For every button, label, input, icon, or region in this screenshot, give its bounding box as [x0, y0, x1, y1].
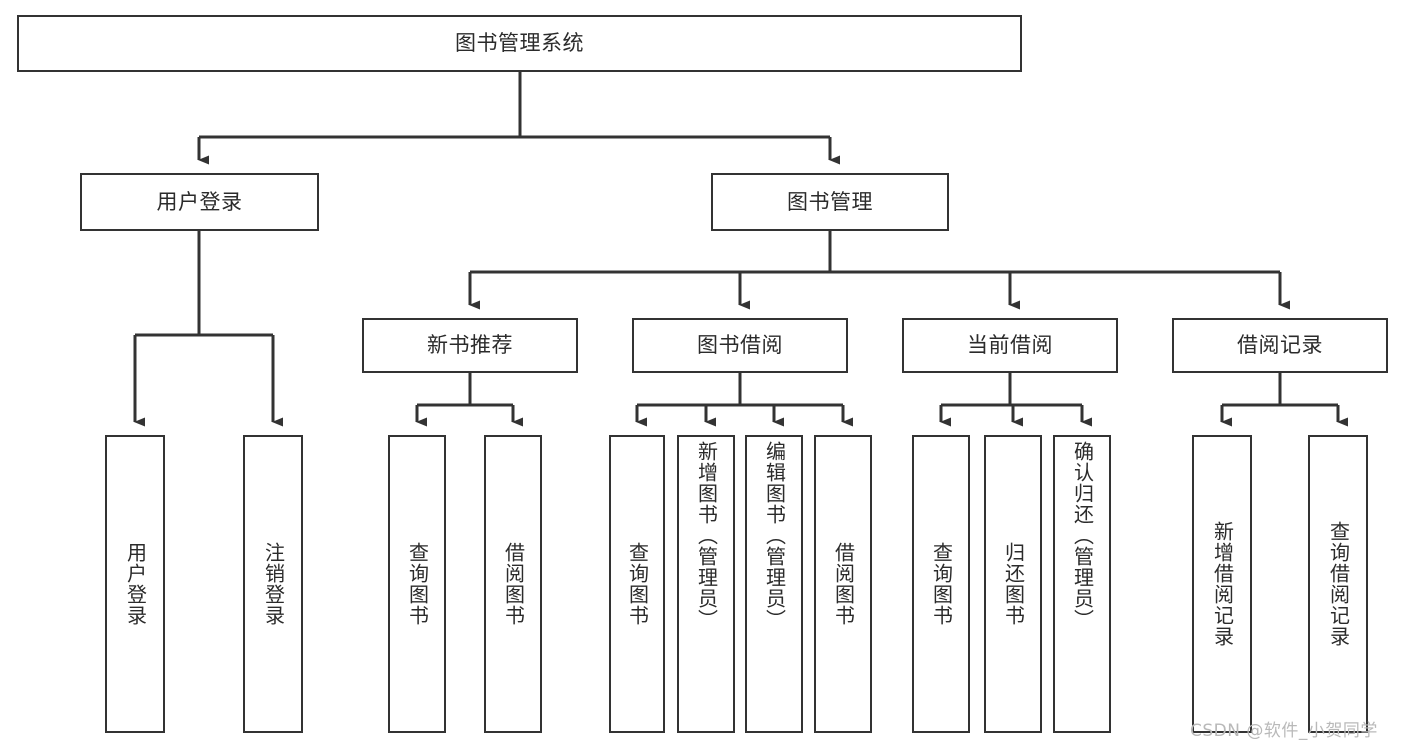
node-label: 新书推荐: [427, 333, 513, 358]
node-label: 当前借阅: [967, 333, 1053, 358]
csdn-watermark: CSDN @软件_小贺同学: [1190, 721, 1378, 741]
leaf-query-book-borrow[interactable]: 查询图书: [609, 435, 665, 733]
leaf-query-book-newbook[interactable]: 查询图书: [388, 435, 446, 733]
leaf-logout[interactable]: 注销登录: [243, 435, 303, 733]
leaf-edit-book-admin[interactable]: 编辑图书（管理员）: [745, 435, 803, 733]
node-label: 查询图书: [405, 542, 430, 626]
leaf-borrow-book[interactable]: 借阅图书: [814, 435, 872, 733]
node-label: 查询图书: [625, 542, 650, 626]
node-current-borrowing[interactable]: 当前借阅: [902, 318, 1118, 373]
leaf-add-book-admin[interactable]: 新增图书（管理员）: [677, 435, 735, 733]
node-label: 新增借阅记录: [1210, 521, 1235, 647]
leaf-return-book[interactable]: 归还图书: [984, 435, 1042, 733]
node-book-management[interactable]: 图书管理: [711, 173, 949, 231]
node-root-book-management-system[interactable]: 图书管理系统: [17, 15, 1022, 72]
node-label: 图书管理系统: [455, 31, 584, 56]
leaf-borrow-book-newbook[interactable]: 借阅图书: [484, 435, 542, 733]
leaf-add-borrow-record[interactable]: 新增借阅记录: [1192, 435, 1252, 733]
node-borrow-records[interactable]: 借阅记录: [1172, 318, 1388, 373]
node-book-borrowing[interactable]: 图书借阅: [632, 318, 848, 373]
leaf-query-book-current[interactable]: 查询图书: [912, 435, 970, 733]
node-label: 查询图书: [929, 542, 954, 626]
node-label: 借阅记录: [1237, 333, 1323, 358]
node-label: 归还图书: [1001, 542, 1026, 626]
node-label: 图书借阅: [697, 333, 783, 358]
leaf-confirm-return-admin[interactable]: 确认归还（管理员）: [1053, 435, 1111, 733]
node-label: 新增图书（管理员）: [694, 441, 719, 630]
node-user-login[interactable]: 用户登录: [80, 173, 319, 231]
node-label: 借阅图书: [831, 542, 856, 626]
node-new-book-recommendation[interactable]: 新书推荐: [362, 318, 578, 373]
leaf-query-borrow-record[interactable]: 查询借阅记录: [1308, 435, 1368, 733]
node-label: 图书管理: [787, 189, 873, 214]
node-label: 借阅图书: [501, 542, 526, 626]
node-label: 用户登录: [123, 542, 148, 626]
leaf-user-login[interactable]: 用户登录: [105, 435, 165, 733]
node-label: 查询借阅记录: [1326, 521, 1351, 647]
node-label: 注销登录: [261, 542, 286, 626]
node-label: 确认归还（管理员）: [1070, 441, 1095, 630]
node-label: 用户登录: [156, 189, 243, 214]
node-label: 编辑图书（管理员）: [762, 441, 787, 630]
